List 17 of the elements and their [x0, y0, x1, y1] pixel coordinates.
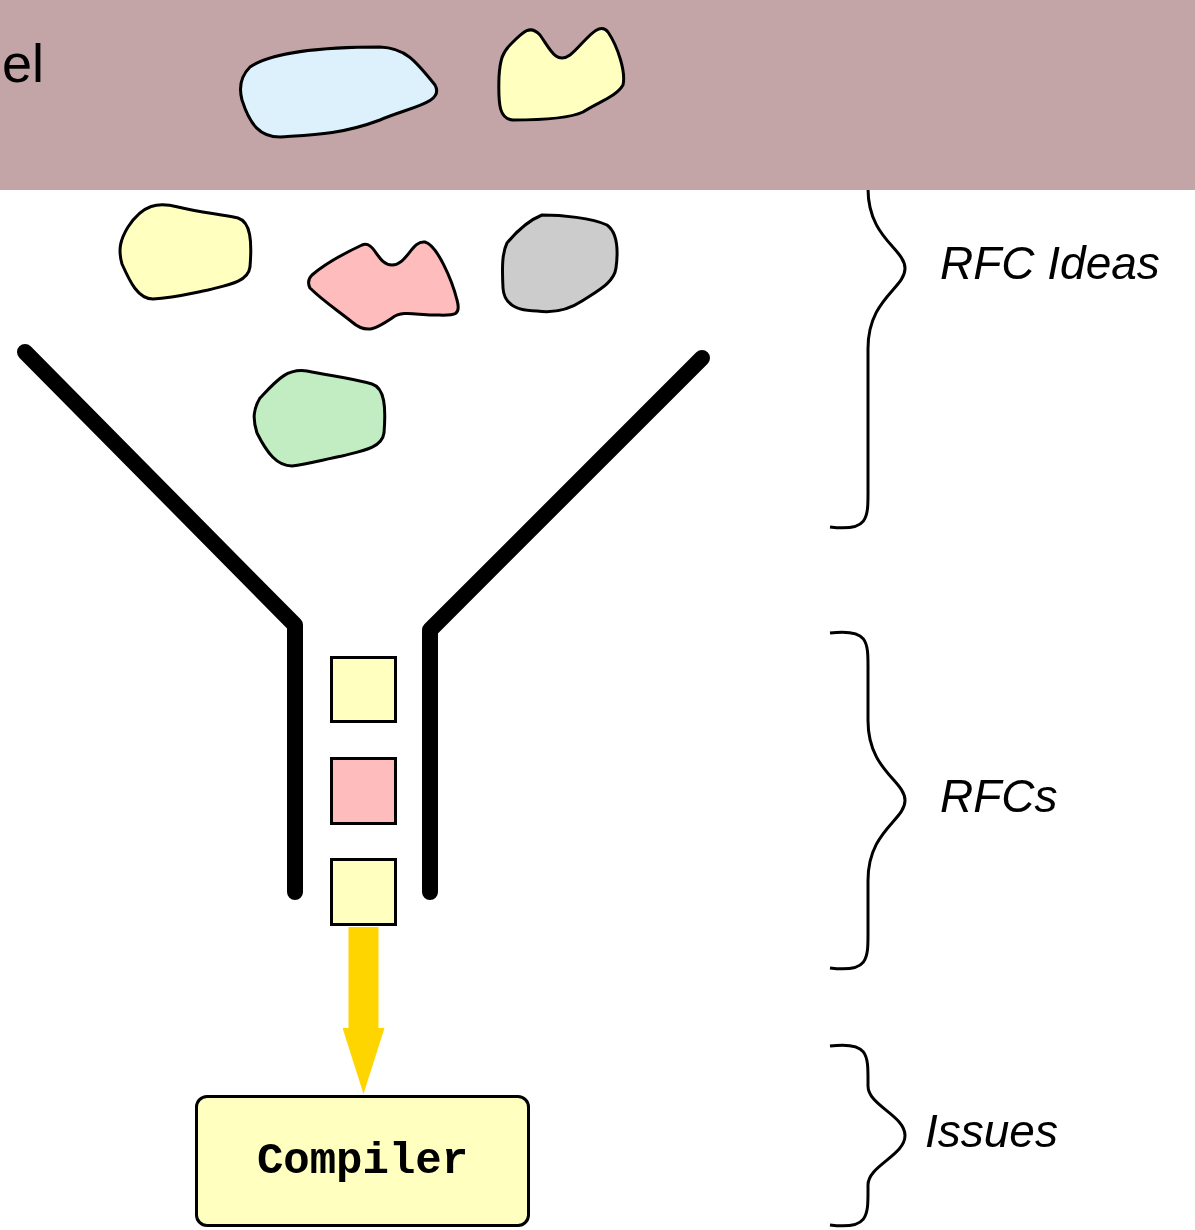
idea-blob	[240, 45, 438, 140]
bracket-label: RFC Ideas	[940, 240, 1160, 286]
idea-blob	[118, 202, 252, 300]
bracket-label: Issues	[925, 1108, 1058, 1154]
idea-blob	[252, 368, 386, 468]
idea-blob	[502, 213, 618, 315]
band-title: el	[2, 36, 45, 90]
header-band	[0, 0, 1195, 190]
compiler-box	[195, 1095, 530, 1227]
idea-blob	[307, 240, 460, 330]
arrow	[342, 927, 385, 1094]
idea-blob	[498, 27, 625, 122]
box-label: Compiler	[256, 1139, 469, 1183]
rfc-square	[330, 858, 397, 926]
rfc-square	[330, 656, 397, 723]
rfc-square	[330, 757, 397, 825]
bracket-label: RFCs	[940, 773, 1058, 819]
